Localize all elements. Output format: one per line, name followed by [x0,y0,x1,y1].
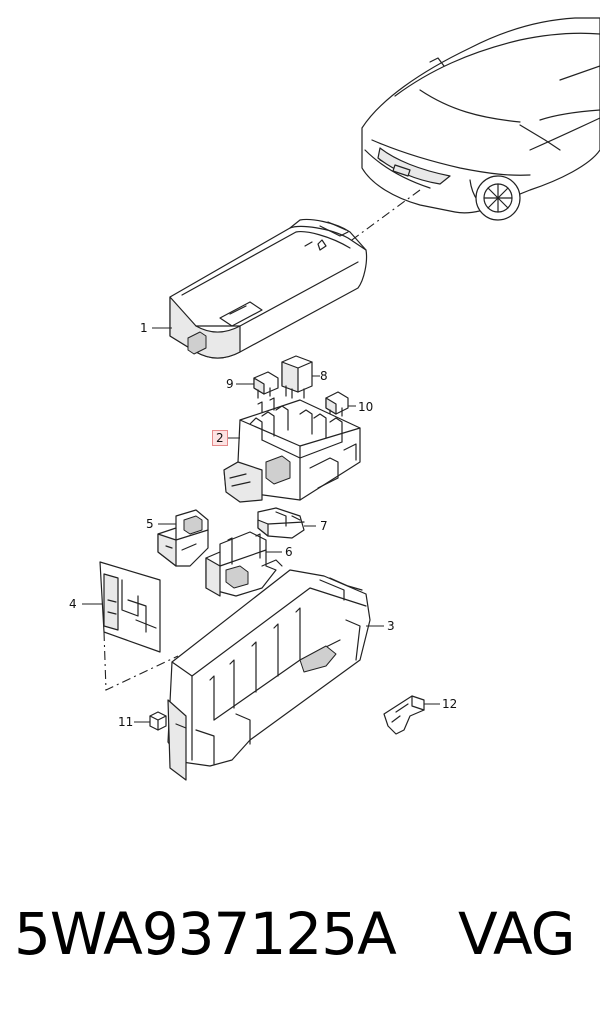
part-6-bracket [205,531,283,597]
callout-11: 11 [118,715,134,729]
callout-3: 3 [387,619,395,633]
part-9-fuse [236,371,279,399]
part-7-connector [257,507,316,539]
part-11-nut [134,711,167,731]
callout-6: 6 [285,545,293,559]
callout-7: 7 [320,519,328,533]
dash-car-to-box [344,189,421,246]
dash-plate-to-housing [103,631,179,691]
caption: 5WA937125A VAG [0,900,600,980]
part-8-relay [281,355,320,399]
part-1-cover [152,218,368,359]
callout-5: 5 [146,517,154,531]
part-5-socket [157,509,209,567]
callout-12: 12 [442,697,458,711]
part-3-housing [167,569,384,781]
part-4-plate [82,561,161,653]
callout-9: 9 [226,377,234,391]
car-illustration [361,17,600,221]
callout-8: 8 [320,369,328,383]
part-number: 5WA937125A [14,900,397,968]
brand-name: VAG [458,900,576,968]
part-12-clip [383,695,440,735]
callout-10: 10 [358,400,374,414]
callout-1: 1 [140,321,148,335]
part-2-fuse-holder [223,397,361,503]
callout-2: 2 [212,430,228,446]
part-10-fuse [325,391,356,419]
callout-4: 4 [69,597,77,611]
